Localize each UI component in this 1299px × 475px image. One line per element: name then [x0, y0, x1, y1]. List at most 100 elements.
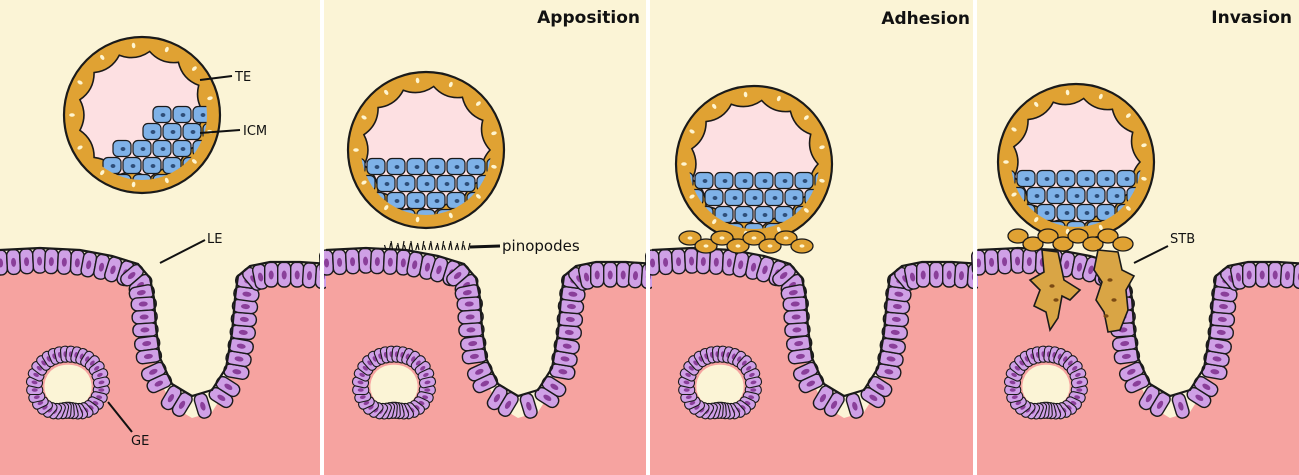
pinopode	[390, 240, 394, 251]
pinopode	[436, 242, 440, 251]
epithelial-cell	[984, 248, 1000, 276]
pinopode	[434, 244, 438, 251]
te-nucleus	[1098, 224, 1103, 231]
epithelial-cell	[1292, 262, 1299, 290]
icm-cell	[1056, 203, 1076, 222]
epithelial-cell	[1255, 261, 1270, 288]
stb-nucleus	[1107, 278, 1113, 282]
icm-cell	[1016, 169, 1036, 188]
icm-cell	[704, 188, 724, 207]
epithelial-cell	[603, 261, 618, 288]
epithelial-cell	[19, 247, 35, 275]
epithelial-cell	[798, 373, 825, 394]
te-nucleus	[776, 95, 781, 102]
pinopode	[415, 244, 418, 251]
blastocyst-2	[346, 70, 506, 230]
te-nucleus	[448, 212, 453, 219]
epithelial-cell	[1268, 261, 1283, 288]
te-nucleus	[77, 145, 83, 150]
pinopode	[467, 242, 471, 251]
te-nucleus	[1125, 113, 1131, 118]
icm-cell	[466, 157, 486, 176]
te-leader-line	[199, 75, 233, 81]
epithelial-cell	[264, 261, 279, 288]
epithelial-cell	[1242, 261, 1257, 288]
stb-label: STB	[1170, 232, 1195, 247]
pinopode	[443, 244, 446, 251]
epithelial-cell	[695, 247, 711, 275]
te-nucleus	[689, 129, 695, 134]
icm-cell	[694, 171, 714, 190]
epithelial-cell	[345, 247, 361, 275]
icm-cell	[814, 171, 819, 190]
te-nucleus	[803, 115, 809, 120]
epithelial-cell	[135, 348, 163, 365]
ge-leader-line	[107, 401, 133, 433]
epithelial-cell	[556, 311, 584, 328]
epithelial-cell	[230, 311, 258, 328]
te-nucleus	[415, 216, 420, 223]
epithelial-cell	[56, 248, 72, 275]
epithelial-cell	[885, 286, 912, 303]
icm-cell	[202, 122, 207, 141]
icm-label: ICM	[243, 124, 267, 139]
icm-cell	[122, 156, 142, 175]
icm-cell	[1086, 186, 1106, 205]
trophoblast-cell	[1037, 228, 1059, 244]
icm-cell	[406, 157, 426, 176]
te-nucleus	[100, 170, 105, 176]
epithelial-cell	[382, 248, 398, 275]
epithelial-cell	[457, 309, 484, 325]
icm-cell	[426, 157, 446, 176]
te-nucleus	[712, 219, 717, 225]
te-nucleus	[475, 194, 481, 199]
stb-nucleus	[1111, 298, 1117, 302]
epithelial-cell	[461, 348, 489, 365]
gland-cell	[1066, 360, 1083, 376]
icm-cell	[714, 171, 734, 190]
pinopode	[416, 242, 420, 251]
adhesion-trophoblast	[678, 230, 814, 254]
epithelial-cell	[497, 391, 519, 417]
luminal-epithelium	[645, 247, 983, 419]
te-nucleus	[191, 159, 197, 164]
icm-cell	[446, 157, 466, 176]
pinopodes-leader-line	[469, 244, 501, 249]
epithelial-cell	[658, 248, 674, 276]
blastocyst-4	[996, 82, 1156, 242]
te-nucleus	[803, 208, 809, 213]
icm-cell	[426, 191, 446, 210]
epithelium-surface-line	[977, 246, 1299, 398]
epithelial-cell	[1111, 335, 1139, 352]
te-nucleus	[191, 66, 197, 71]
pinopode	[395, 244, 398, 251]
epithelial-cell	[787, 348, 815, 365]
icm-cell	[486, 157, 491, 176]
ge-label: GE	[131, 434, 149, 449]
icm-cell	[744, 222, 764, 229]
icm-cell	[142, 156, 162, 175]
panel-3	[645, 0, 983, 475]
te-nucleus	[1011, 192, 1017, 197]
te-nucleus	[475, 101, 481, 106]
icm-cell	[376, 174, 396, 193]
te-nucleus	[207, 96, 213, 101]
pinopode	[408, 242, 412, 251]
te-nucleus	[448, 81, 453, 88]
icm-cell	[162, 122, 182, 141]
icm-cell	[366, 157, 386, 176]
te-nucleus	[100, 54, 105, 60]
te-nucleus	[819, 145, 825, 150]
icm-cell	[396, 174, 416, 193]
epithelial-cell	[1207, 324, 1234, 341]
epithelial-cell	[369, 247, 385, 275]
pinopodes-label: pinopodes	[502, 237, 580, 255]
panel-title-adhesion: Adhesion	[881, 9, 970, 29]
epithelial-cell	[1203, 350, 1230, 368]
epithelial-cell	[942, 261, 957, 288]
epithelial-cell	[916, 261, 931, 288]
te-nucleus	[819, 178, 825, 183]
te-nucleus	[712, 103, 717, 109]
trophoblast-cell	[1052, 236, 1074, 252]
